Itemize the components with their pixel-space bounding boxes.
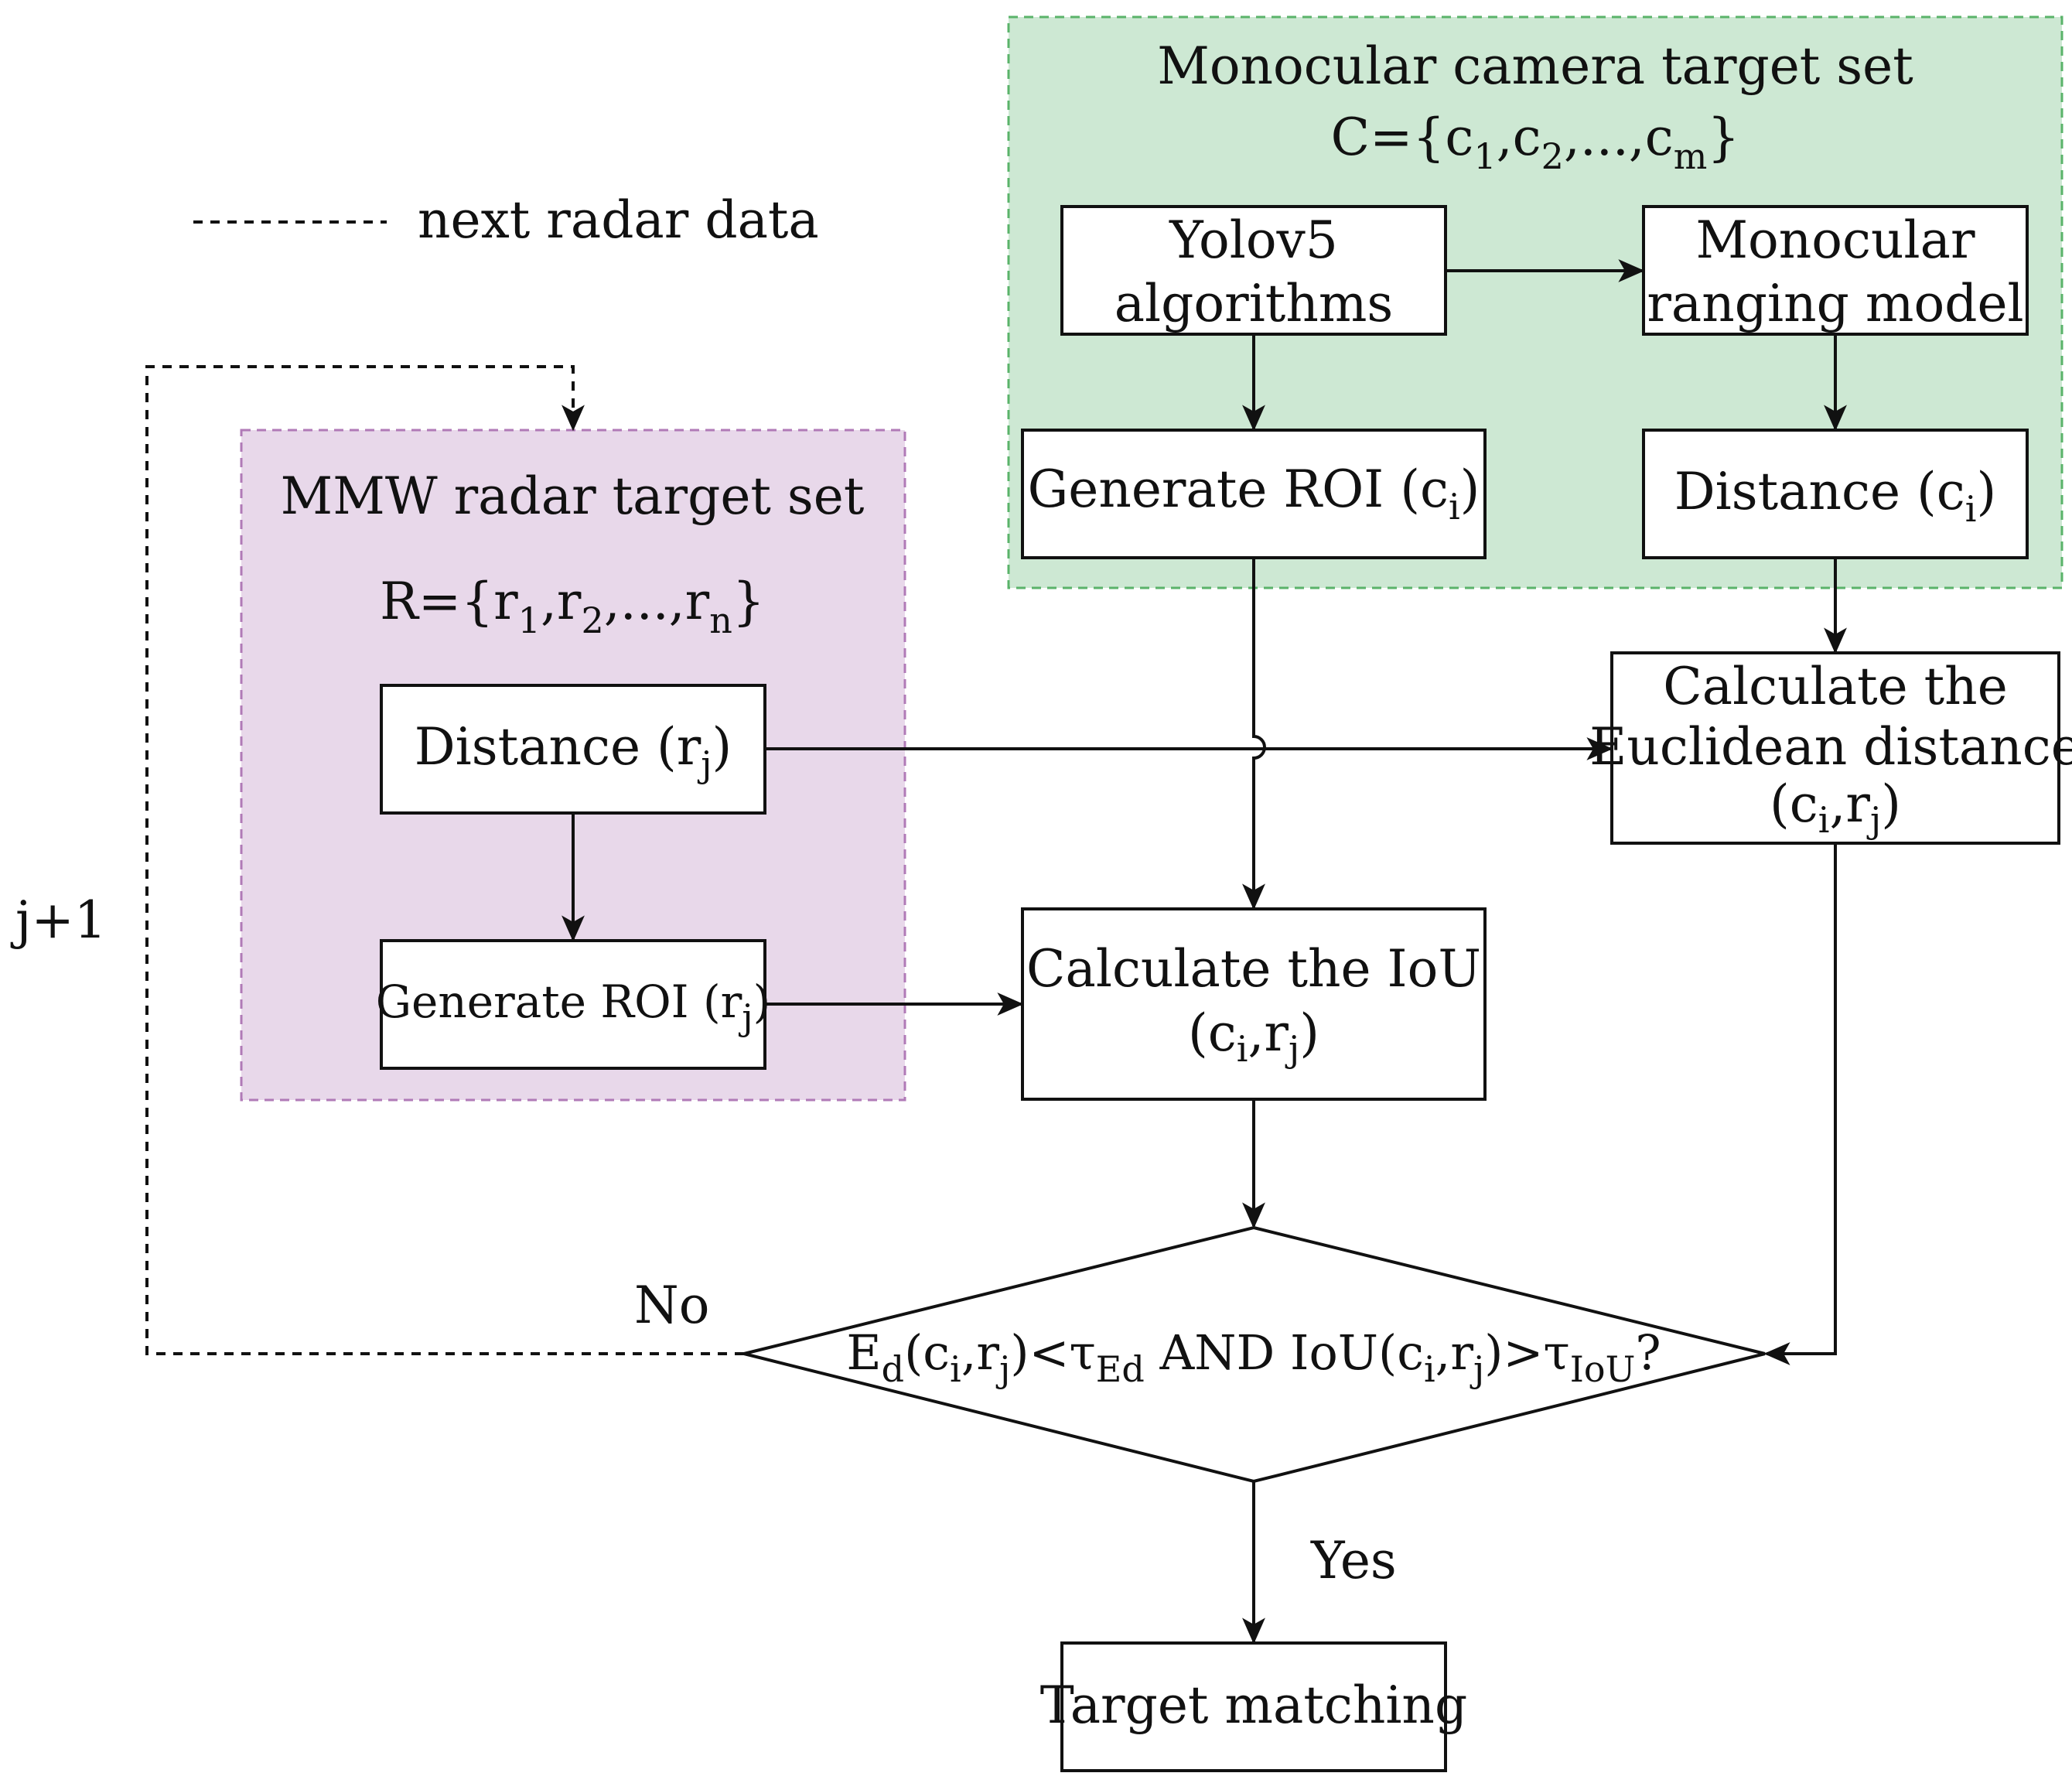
loop-back-dashed <box>145 365 744 1355</box>
distance-radar-box <box>380 684 766 815</box>
roi-camera-label: Generate ROI (ci) <box>1028 459 1480 528</box>
arrow-roi-to-iou <box>1242 558 1266 910</box>
mono-label-line2: ranging model <box>1647 274 2023 333</box>
distance-camera-label: Distance (ci) <box>1674 462 1996 530</box>
roi-radar-label: Generate ROI (rj) <box>376 975 771 1038</box>
camera-set-definition: C={c1,c2,...,cm} <box>1331 108 1740 177</box>
arrow-euclid-to-decision <box>1763 843 1837 1365</box>
decision-label: Ed(ci,rj)<τEd AND IoU(ci,rj)>τIoU? <box>846 1324 1661 1390</box>
distance-camera-box <box>1642 429 2029 559</box>
distance-radar-label: Distance (rj) <box>415 717 732 785</box>
euclidean-label-line2: Euclidean distance <box>1589 717 2072 777</box>
loop-label: j+1 <box>10 890 107 950</box>
legend-label: next radar data <box>418 190 819 250</box>
yes-label: Yes <box>1310 1531 1397 1590</box>
euclidean-label-line1: Calculate the <box>1663 657 2008 716</box>
euclidean-label-line3: (ci,rj) <box>1770 774 1901 841</box>
yolo-label-line1: Yolov5 <box>1169 210 1338 270</box>
camera-set-title: Monocular camera target set <box>1157 36 1913 96</box>
target-matching-label: Target matching <box>1040 1676 1467 1735</box>
radar-set-definition: R={r1,r2,...,rn} <box>380 572 765 641</box>
euclidean-box <box>1610 651 2060 845</box>
iou-label-line2: (ci,rj) <box>1188 1003 1319 1070</box>
yolo-label-line2: algorithms <box>1115 274 1394 333</box>
roi-radar-box <box>380 939 766 1070</box>
no-label: No <box>634 1276 710 1335</box>
roi-camera-box <box>1021 429 1487 559</box>
mono-label-line1: Monocular <box>1695 210 1975 270</box>
target-matching-box <box>1060 1641 1447 1772</box>
iou-label-line1: Calculate the IoU <box>1026 939 1481 999</box>
radar-set-title: MMW radar target set <box>281 466 865 526</box>
